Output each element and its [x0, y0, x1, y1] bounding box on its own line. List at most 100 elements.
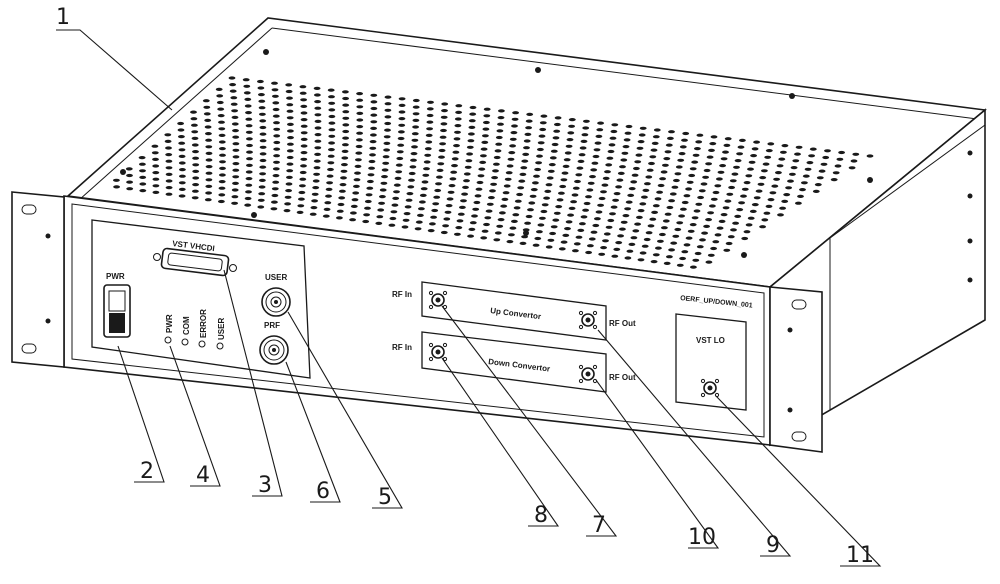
callout-4: 4	[196, 463, 210, 488]
vent-hole	[730, 228, 737, 232]
down-rf-out-connector[interactable]	[578, 364, 598, 384]
vent-hole	[447, 190, 455, 194]
vent-hole	[257, 205, 265, 209]
vent-hole	[539, 216, 546, 220]
vent-hole	[468, 132, 475, 136]
vhcdi-connector[interactable]	[153, 247, 237, 277]
vent-hole	[326, 181, 333, 185]
vent-hole	[286, 162, 294, 166]
vent-hole	[375, 221, 383, 225]
vent-hole	[643, 237, 651, 242]
vent-hole	[696, 133, 704, 137]
vent-hole	[497, 218, 505, 222]
user-bnc-connector[interactable]	[261, 287, 291, 317]
ventilation-holes	[113, 76, 874, 269]
vent-hole	[706, 155, 714, 159]
vent-hole	[165, 172, 173, 176]
prf-label: PRF	[264, 321, 280, 330]
vent-hole	[645, 175, 653, 179]
vent-hole	[165, 159, 173, 163]
prf-bnc-connector[interactable]	[259, 335, 289, 365]
vent-hole	[550, 225, 558, 229]
vent-hole	[384, 102, 392, 106]
vent-hole	[682, 131, 690, 136]
vent-hole	[866, 154, 874, 158]
vent-hole	[539, 127, 547, 132]
vent-hole	[705, 218, 712, 222]
vst-lo-module	[675, 313, 747, 411]
vent-hole	[814, 183, 822, 187]
vent-hole	[812, 189, 820, 193]
vent-hole	[311, 192, 319, 196]
up-rf-out-connector[interactable]	[578, 310, 598, 330]
led-error-label: ERROR	[199, 309, 208, 338]
vent-hole	[402, 218, 410, 222]
down-rf-in-connector[interactable]	[428, 342, 448, 362]
vent-hole	[231, 115, 239, 119]
vent-hole	[406, 192, 414, 196]
vent-hole	[350, 204, 358, 208]
vent-hole	[370, 106, 378, 111]
vent-hole	[795, 201, 802, 205]
vent-hole	[763, 211, 771, 215]
rf-in-upper-label: RF In	[392, 290, 412, 299]
vent-hole	[597, 121, 604, 125]
vent-hole	[779, 206, 786, 210]
vent-hole	[773, 177, 780, 181]
vent-hole	[434, 188, 442, 193]
vent-hole	[548, 163, 556, 167]
vent-hole	[518, 179, 526, 183]
vst-lo-connector[interactable]	[700, 378, 720, 398]
vent-hole	[650, 260, 658, 264]
vent-hole	[673, 178, 680, 183]
vent-hole	[522, 152, 530, 156]
vent-hole	[232, 181, 239, 185]
vent-hole	[273, 121, 280, 125]
vent-hole	[530, 188, 538, 192]
vent-hole	[380, 181, 388, 185]
vent-hole	[710, 135, 718, 139]
vent-hole	[377, 208, 385, 212]
vent-hole	[593, 148, 601, 152]
vent-hole	[177, 128, 185, 132]
vent-hole	[366, 186, 374, 190]
vent-hole	[558, 191, 565, 195]
vent-hole	[190, 117, 198, 121]
vent-hole	[328, 148, 335, 152]
vent-hole	[708, 148, 715, 152]
vent-hole	[296, 210, 304, 214]
vent-hole	[525, 126, 532, 130]
vent-hole	[606, 156, 614, 160]
vent-hole	[467, 234, 474, 238]
vent-hole	[781, 199, 789, 203]
vent-hole	[468, 119, 476, 123]
vent-hole	[258, 106, 266, 110]
vent-hole	[725, 241, 733, 246]
vent-hole	[482, 134, 489, 138]
vent-hole	[554, 122, 561, 127]
vent-hole	[567, 131, 575, 135]
vent-hole	[272, 101, 280, 105]
vent-hole	[433, 195, 441, 199]
vent-hole	[534, 236, 542, 241]
vent-hole	[592, 154, 600, 159]
vent-hole	[356, 105, 364, 109]
vent-hole	[506, 164, 514, 168]
vent-hole	[362, 219, 370, 224]
vent-hole	[498, 109, 505, 113]
vent-hole	[639, 126, 647, 130]
vent-hole	[809, 147, 817, 151]
vent-hole	[526, 112, 534, 116]
power-switch[interactable]	[103, 284, 131, 338]
vent-hole	[300, 124, 308, 128]
vent-hole	[349, 218, 356, 222]
vent-hole	[532, 181, 539, 185]
vent-hole	[537, 223, 545, 227]
vent-hole	[651, 210, 658, 214]
up-rf-in-connector[interactable]	[428, 290, 448, 310]
vent-hole	[244, 196, 252, 201]
vent-hole	[381, 175, 388, 179]
vent-hole	[579, 146, 587, 150]
vent-hole	[726, 192, 734, 196]
vent-hole	[164, 139, 172, 143]
